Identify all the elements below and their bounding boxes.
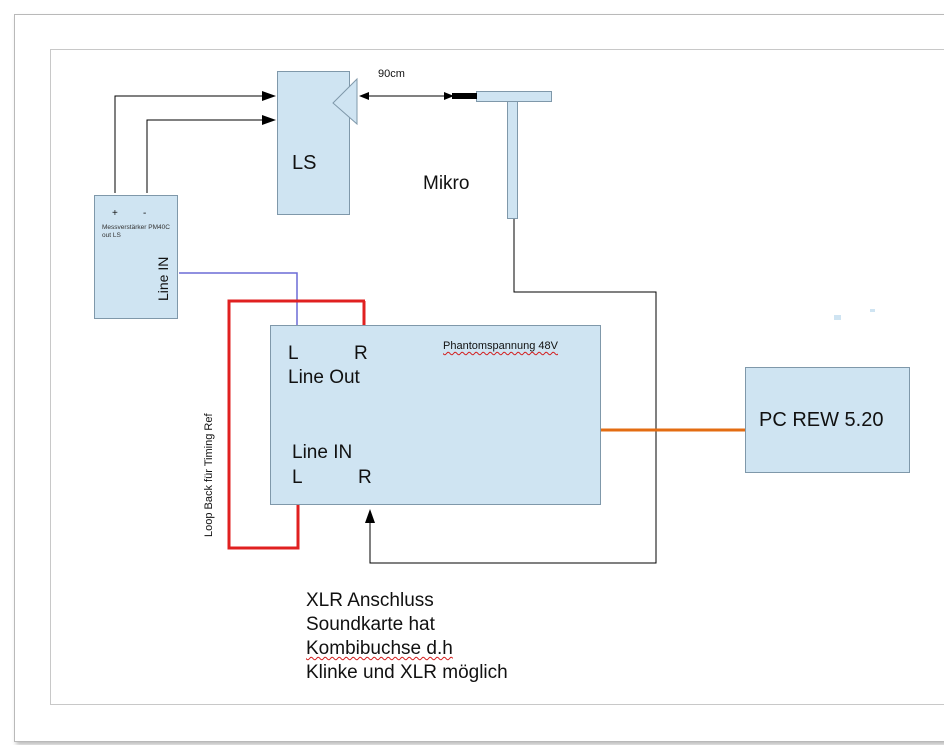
- arrowhead-mic: [365, 509, 375, 523]
- distance-arrow-left: [359, 92, 369, 100]
- wire-loopback: [227, 299, 365, 550]
- mic-capsule: [452, 93, 477, 99]
- stray-mark-2: [870, 309, 875, 312]
- speaker-label: LS: [292, 152, 317, 174]
- pc-label: PC REW 5.20: [759, 409, 884, 431]
- speaker-box[interactable]: [277, 71, 350, 215]
- in-l-label: L: [292, 467, 303, 488]
- phantom-label: Phantomspannung 48V: [443, 340, 558, 352]
- amp-name-label-2: out LS: [102, 232, 121, 239]
- arrowhead-plus: [262, 91, 276, 101]
- mic-stem[interactable]: [507, 101, 518, 219]
- amp-line-in-label: Line IN: [155, 256, 171, 301]
- wire-minus: [146, 119, 268, 193]
- amp-name-label: Messverstärker PM40C: [102, 224, 170, 231]
- in-r-label: R: [358, 467, 372, 488]
- note-line-1: XLR Anschluss: [306, 590, 434, 611]
- loopback-label: Loop Back für Timing Ref: [203, 413, 215, 537]
- distance-arrow-right: [444, 92, 454, 100]
- speaker-horn-icon: [332, 77, 358, 126]
- line-out-label: Line Out: [288, 367, 360, 388]
- amp-plus-label: +: [112, 208, 118, 219]
- amp-minus-label: -: [143, 208, 147, 219]
- mic-label: Mikro: [423, 173, 470, 194]
- line-in-label: Line IN: [292, 442, 353, 463]
- out-r-label: R: [354, 343, 368, 364]
- arrowhead-minus: [262, 115, 276, 125]
- wire-blue: [179, 272, 298, 325]
- wire-plus: [114, 95, 268, 193]
- stray-mark-1: [834, 315, 841, 320]
- pc-box[interactable]: [745, 367, 910, 473]
- amplifier-box[interactable]: [94, 195, 178, 319]
- note-line-2: Soundkarte hat: [306, 614, 435, 635]
- wire-mic: [369, 219, 657, 564]
- out-l-label: L: [288, 343, 299, 364]
- note-line-4: Klinke und XLR möglich: [306, 662, 508, 683]
- soundcard-box[interactable]: [270, 325, 601, 505]
- note-line-3: Kombibuchse d.h: [306, 638, 453, 659]
- drawing-area: [50, 49, 944, 705]
- distance-label: 90cm: [378, 68, 405, 80]
- loopback-text: Loop Back für Timing Ref: [203, 413, 215, 537]
